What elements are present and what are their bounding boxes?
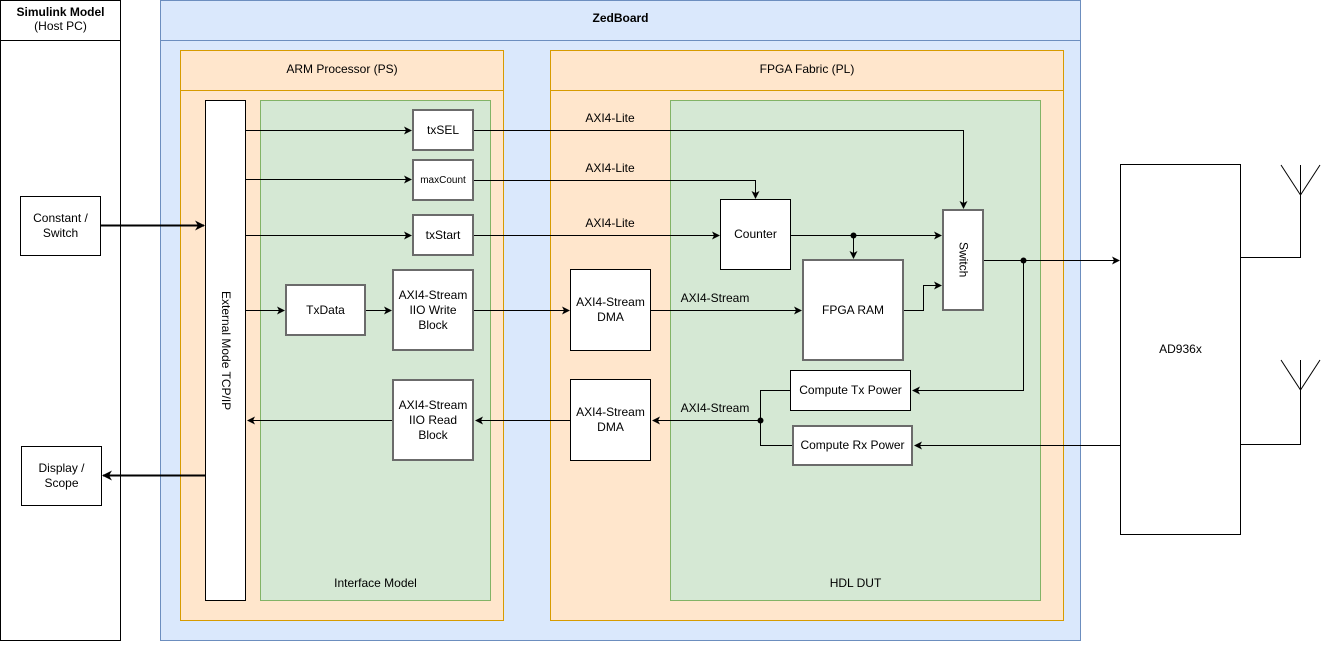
wire-ad936x-antenna-1 <box>1241 165 1301 258</box>
switch-block[interactable]: Switch <box>942 209 984 311</box>
zedboard-header-divider <box>160 40 1081 41</box>
antenna-2-icon <box>1280 359 1321 391</box>
host-subtitle: (Host PC) <box>34 19 87 33</box>
interface-model-title: Interface Model <box>334 576 417 590</box>
edge-label-axi-stream-rx: AXI4-Stream <box>680 401 750 415</box>
dma-rx-block[interactable]: AXI4-Stream DMA <box>570 379 651 461</box>
edge-label-axi-stream-tx: AXI4-Stream <box>680 291 750 305</box>
hdl-dut-title: HDL DUT <box>829 576 882 590</box>
maxcount-block[interactable]: maxCount <box>412 159 474 201</box>
wire-ad936x-antenna-2 <box>1241 360 1301 445</box>
edge-label-axi-lite-txsel: AXI4-Lite <box>585 111 635 125</box>
edge-label-axi-lite-txstart: AXI4-Lite <box>585 216 635 230</box>
fpga-ram-block[interactable]: FPGA RAM <box>802 259 904 361</box>
arm-processor-title: ARM Processor (PS) <box>286 61 398 76</box>
iio-read-block[interactable]: AXI4-Stream IIO Read Block <box>392 379 474 461</box>
constant-switch-block[interactable]: Constant / Switch <box>20 196 101 256</box>
zedboard-title: ZedBoard <box>592 10 649 25</box>
external-mode-label: External Mode TCP/IP <box>219 290 233 411</box>
compute-tx-power-block[interactable]: Compute Tx Power <box>790 370 911 411</box>
arm-header-divider <box>180 90 504 91</box>
iio-write-block[interactable]: AXI4-Stream IIO Write Block <box>392 269 474 351</box>
host-pc-container <box>0 0 121 641</box>
host-title: Simulink Model <box>16 5 105 19</box>
switch-label: Switch <box>956 242 971 278</box>
display-scope-block[interactable]: Display / Scope <box>21 446 102 506</box>
fpga-fabric-title: FPGA Fabric (PL) <box>759 61 855 76</box>
edge-label-axi-lite-maxcount: AXI4-Lite <box>585 161 635 175</box>
external-mode-tcpip-block[interactable]: External Mode TCP/IP <box>205 100 246 601</box>
ad936x-block[interactable]: AD936x <box>1120 164 1241 535</box>
counter-block[interactable]: Counter <box>720 199 791 270</box>
txsel-block[interactable]: txSEL <box>412 109 474 151</box>
fpga-header-divider <box>550 90 1064 91</box>
txdata-block[interactable]: TxData <box>285 284 366 336</box>
antenna-1-icon <box>1280 164 1321 196</box>
txstart-block[interactable]: txStart <box>412 214 474 256</box>
dma-tx-block[interactable]: AXI4-Stream DMA <box>570 269 651 351</box>
compute-rx-power-block[interactable]: Compute Rx Power <box>792 425 913 466</box>
host-header-divider <box>0 40 121 41</box>
